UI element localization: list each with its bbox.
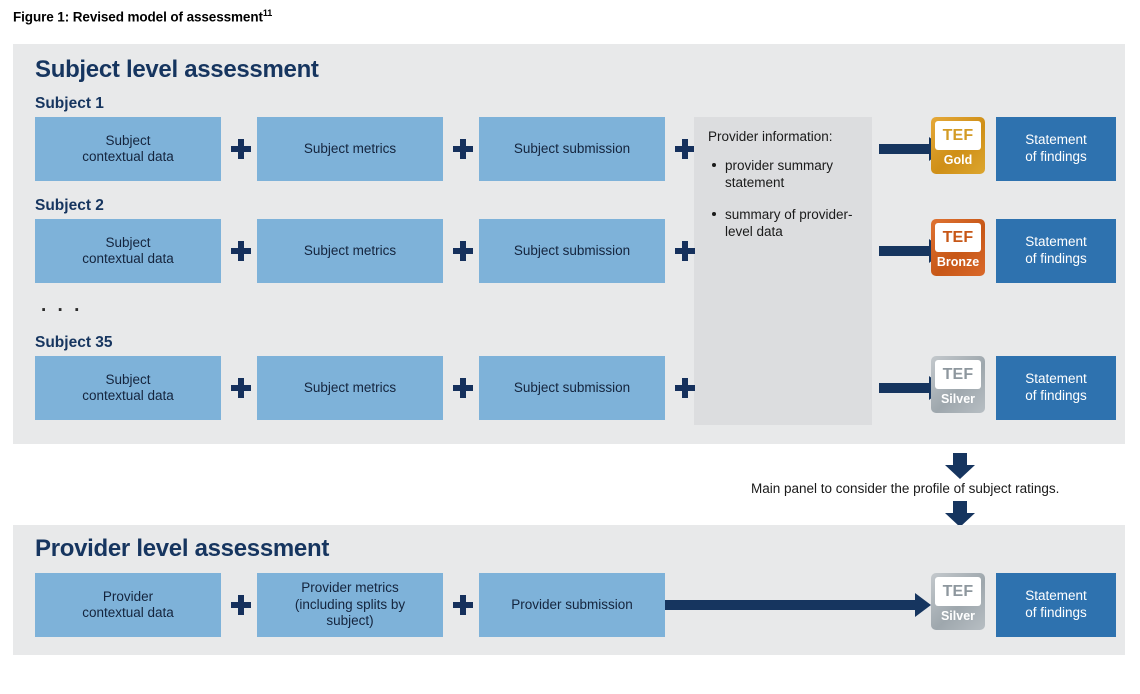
tef-rating-badge-bronze: TEF Bronze: [931, 219, 985, 276]
tef-mark: TEF: [935, 360, 981, 389]
subject-metrics-box-35[interactable]: Subject metrics: [257, 356, 443, 420]
figure-caption-footnote: 11: [262, 8, 273, 18]
plus-icon: [453, 241, 473, 261]
subject-submission-box-35[interactable]: Subject submission: [479, 356, 665, 420]
plus-icon: [453, 378, 473, 398]
plus-icon: [675, 139, 695, 159]
figure-caption: Figure 1: Revised model of assessment11: [13, 8, 272, 25]
subject-rows-ellipsis: . . .: [41, 295, 83, 316]
subject-metrics-box-1[interactable]: Subject metrics: [257, 117, 443, 181]
subject-submission-box-1[interactable]: Subject submission: [479, 117, 665, 181]
flow-arrow-right-long: [665, 593, 931, 617]
flow-arrow-down-bottom: [945, 501, 975, 527]
figure-caption-text: Figure 1: Revised model of assessment: [13, 9, 263, 25]
tef-rating-label: Gold: [943, 153, 973, 167]
plus-icon: [231, 595, 251, 615]
tef-rating-label: Silver: [940, 609, 976, 623]
subject-submission-box-2[interactable]: Subject submission: [479, 219, 665, 283]
tef-mark: TEF: [935, 577, 981, 606]
plus-icon: [453, 139, 473, 159]
plus-icon: [231, 139, 251, 159]
provider-information-title: Provider information:: [708, 129, 833, 144]
subject-row-label-1: Subject 1: [35, 95, 104, 112]
flow-arrow-down-top: [945, 453, 975, 479]
tef-mark: TEF: [935, 223, 981, 252]
subject-metrics-box-2[interactable]: Subject metrics: [257, 219, 443, 283]
subject-row-label-2: Subject 2: [35, 197, 104, 214]
tef-rating-label: Silver: [940, 392, 976, 406]
provider-information-bullet: summary of provider-level data: [712, 206, 858, 241]
plus-icon: [231, 241, 251, 261]
provider-information-panel: Provider information: provider summary s…: [694, 117, 872, 425]
tef-rating-badge-gold: TEF Gold: [931, 117, 985, 174]
provider-information-bullet: provider summary statement: [712, 157, 858, 192]
plus-icon: [675, 241, 695, 261]
plus-icon: [675, 378, 695, 398]
plus-icon: [231, 378, 251, 398]
tef-rating-badge-provider-silver: TEF Silver: [931, 573, 985, 630]
provider-submission-box[interactable]: Provider submission: [479, 573, 665, 637]
tef-rating-badge-silver: TEF Silver: [931, 356, 985, 413]
main-panel-note: Main panel to consider the profile of su…: [751, 481, 1060, 496]
provider-information-bullet-list: provider summary statement summary of pr…: [708, 157, 858, 240]
subject-section-title: Subject level assessment: [35, 56, 319, 83]
provider-section-title: Provider level assessment: [35, 535, 330, 562]
subject-level-assessment-panel: Subject level assessment Subject 1 Subje…: [13, 44, 1125, 444]
tef-mark: TEF: [935, 121, 981, 150]
plus-icon: [453, 595, 473, 615]
subject-row-label-35: Subject 35: [35, 334, 113, 351]
tef-rating-label: Bronze: [936, 255, 980, 269]
